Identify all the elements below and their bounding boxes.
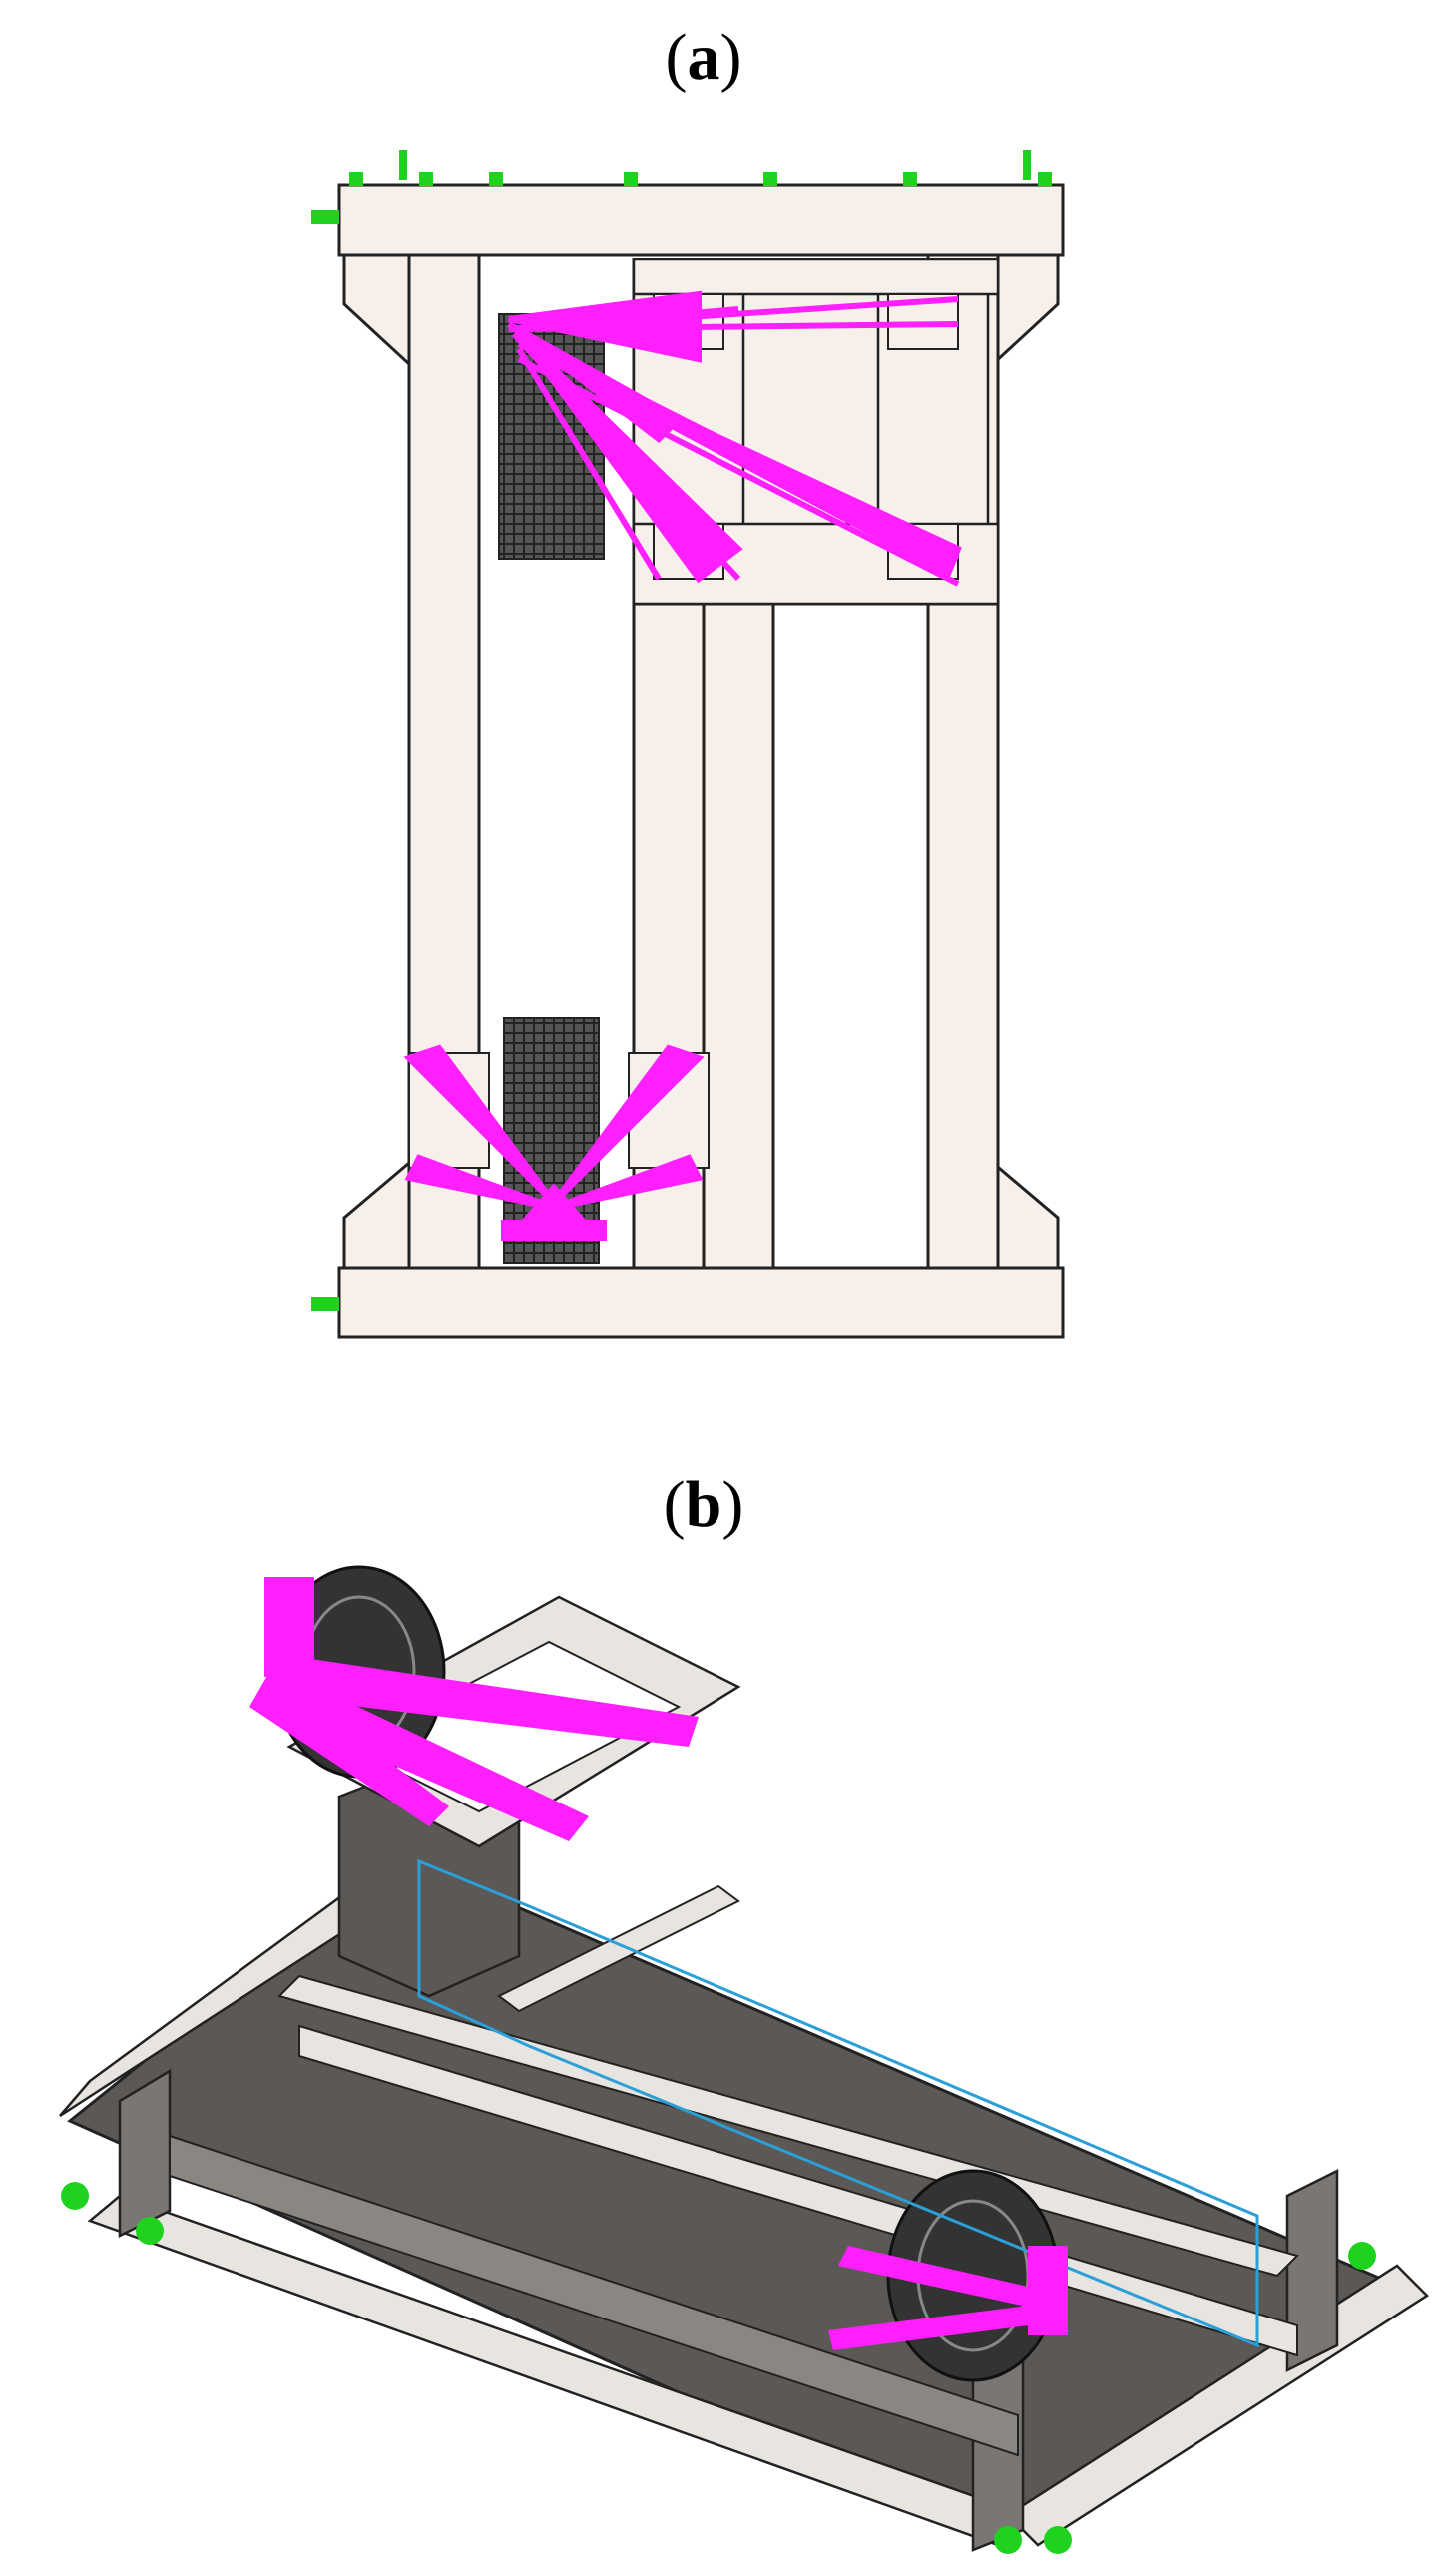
top-view-diagram: [311, 150, 1065, 1339]
gusset-top-left: [342, 253, 411, 368]
isometric-view-diagram: [59, 1565, 1429, 2554]
force-arrow-icon: [249, 1577, 699, 1841]
panel-label-b: (b): [663, 1468, 744, 1541]
force-arrow-icon: [403, 1044, 705, 1241]
selection-box: [417, 1858, 1259, 2348]
top-crossbeam: [337, 183, 1065, 257]
end-plate-left: [118, 2068, 172, 2239]
fixed-support-icon: [311, 150, 1052, 1311]
cross-member: [497, 1884, 740, 2013]
mount-bar-top: [632, 258, 1000, 296]
long-beam-1: [169, 2134, 1019, 2457]
panel-label-a: (a): [665, 21, 742, 94]
gusset-top-right: [991, 253, 1060, 368]
force-arrow-icon: [507, 290, 962, 587]
inner-rail-2: [702, 602, 775, 1270]
end-plate-far-right: [1285, 2168, 1339, 2373]
fixed-support-icon: [61, 2182, 1376, 2554]
gusset-bottom-right: [991, 1159, 1060, 1270]
bottom-crossbeam: [337, 1266, 1065, 1339]
gusset-bottom-left: [342, 1159, 411, 1270]
force-arrow-icon: [828, 2246, 1068, 2350]
